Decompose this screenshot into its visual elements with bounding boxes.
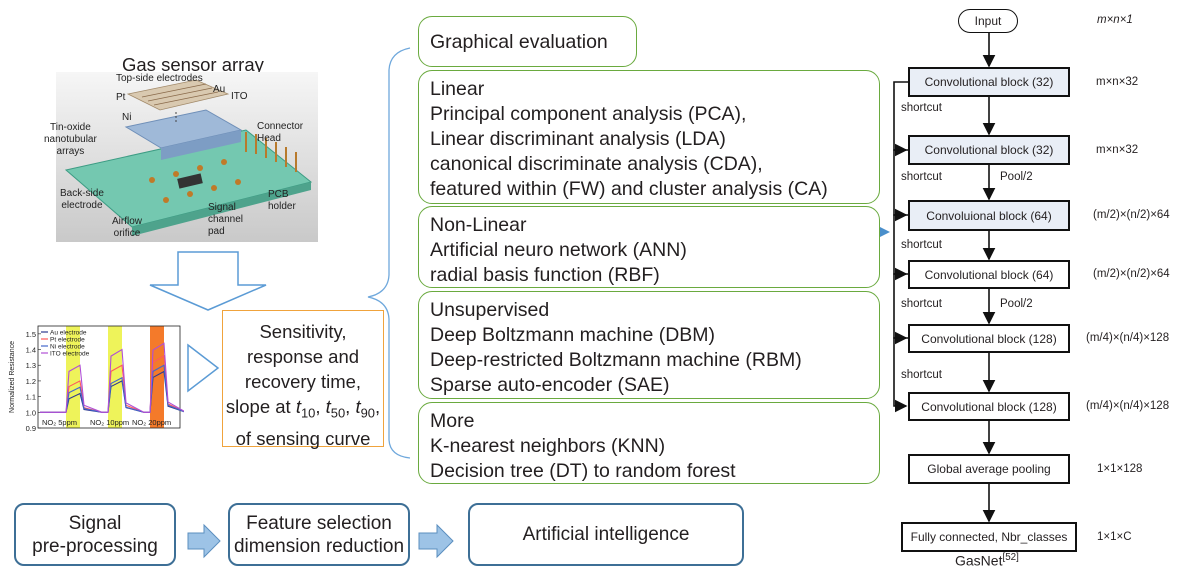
y-tick-label: 1.0 [26, 408, 36, 417]
hollow-right-arrow [187, 343, 220, 393]
shortcut-label: shortcut [901, 102, 942, 114]
label-back-side-electrode: Back-side electrode [60, 188, 104, 211]
gasnet-fc-block: Fully connected, Nbr_classes [901, 522, 1077, 552]
gasnet-block-dim: (m/2)×(n/2)×64 [1093, 209, 1170, 221]
label-connector-head: Connector Head [257, 121, 304, 144]
nonlinear-title: Non-Linear [430, 214, 527, 236]
gas-exposure-band [150, 326, 164, 428]
sensor-title: Gas sensor array [122, 54, 264, 75]
label-ito: ITO [231, 91, 248, 102]
linear-item: Principal component analysis (PCA), [430, 103, 747, 125]
chart-frame [37, 325, 181, 429]
legend-entry: Pt electrode [50, 337, 85, 344]
gasnet-block-dim: m×n×32 [1096, 76, 1139, 88]
gasnet-conv-block: Convolutional block (32) [908, 135, 1070, 165]
y-tick-label: 1.2 [26, 377, 36, 386]
shortcut-label: shortcut [901, 369, 942, 381]
gasnet-conv-block: Convolutional block (64) [908, 260, 1070, 289]
label-top-electrodes: Top-side electrodes [116, 73, 203, 84]
label-signal-channel-pad: Signal channel pad [208, 202, 244, 237]
gasnet-conv-block: Convoluional block (64) [908, 200, 1070, 231]
more-methods-box: More K-nearest neighbors (KNN) Decision … [418, 402, 880, 484]
linear-title: Linear [430, 78, 485, 100]
y-axis-label: Normalized Resistance [9, 341, 16, 413]
gasnet-input-node: Input [958, 9, 1018, 33]
gasnet-caption: GasNet[52] [955, 552, 1019, 569]
gasnet-conv-block: Convolutional block (128) [908, 324, 1070, 353]
gasnet-shortcut-arrows [893, 81, 910, 413]
pipeline-arrow-1 [187, 523, 221, 559]
gasnet-input-dim: m×n×1 [1097, 14, 1133, 26]
gasnet-fc-dim: 1×1×C [1097, 531, 1132, 543]
gas-exposure-band [66, 326, 80, 428]
shortcut-label: shortcut [901, 298, 942, 310]
shortcut-label: shortcut [901, 171, 942, 183]
linear-item: canonical discriminate analysis (CDA), [430, 153, 763, 175]
chart-annotation: NO₂ 10ppm [90, 418, 129, 427]
gasnet-conv-block: Convolutional block (32) [908, 67, 1070, 97]
unsupervised-item: Deep-restricted Boltzmann machine (RBM) [430, 349, 802, 371]
label-au: Au [213, 84, 226, 95]
pipeline-arrow-2 [418, 523, 454, 559]
unsupervised-title: Unsupervised [430, 299, 550, 321]
sensor-array-illustration [56, 72, 318, 242]
legend-entry: Au electrode [50, 330, 87, 337]
artificial-intelligence-box: Artificial intelligence [468, 503, 744, 566]
y-tick-label: 1.4 [26, 346, 36, 355]
nonlinear-item: Artificial neuro network (ANN) [430, 239, 687, 261]
sensitivity-slope-line: slope at t10, t50, t90, [225, 396, 381, 421]
more-item: K-nearest neighbors (KNN) [430, 435, 666, 457]
label-airflow-orifice: Airflow orifice [112, 216, 143, 239]
label-tin-oxide: Tin-oxide nanotubular arrays [44, 122, 97, 157]
y-tick-label: 1.5 [26, 330, 36, 339]
gasnet-conv-block: Convolutional block (128) [908, 392, 1070, 421]
y-tick-label: 1.1 [26, 393, 36, 402]
y-tick-label: 1.3 [26, 361, 36, 370]
hollow-down-arrow [149, 251, 267, 311]
chart-annotation: NO₂ 5ppm [42, 418, 77, 427]
gasnet-block-dim: (m/2)×(n/2)×64 [1093, 268, 1170, 280]
sensitivity-box: Sensitivity, response and recovery time,… [222, 310, 384, 449]
pool-label: Pool/2 [1000, 171, 1033, 183]
y-tick-label: 0.9 [26, 424, 36, 432]
linear-methods-box: Linear Principal component analysis (PCA… [418, 70, 880, 204]
series-line [40, 364, 184, 413]
gasnet-gap-block: Global average pooling [908, 454, 1070, 484]
curly-brace [367, 47, 411, 459]
more-item: Decision tree (DT) to random forest [430, 460, 736, 482]
gasnet-gap-dim: 1×1×128 [1097, 463, 1143, 475]
unsupervised-item: Deep Boltzmann machine (DBM) [430, 324, 716, 346]
series-line [40, 342, 184, 413]
series-line [40, 354, 184, 413]
unsupervised-methods-box: Unsupervised Deep Boltzmann machine (DBM… [418, 291, 880, 399]
nonlinear-item: radial basis function (RBF) [430, 264, 660, 286]
label-ni: Ni [122, 112, 132, 123]
shortcut-label: shortcut [901, 239, 942, 251]
gasnet-block-dim: (m/4)×(n/4)×128 [1086, 332, 1170, 344]
pool-label: Pool/2 [1000, 298, 1033, 310]
chart-annotation: NO₂ 20ppm [132, 418, 171, 427]
gasnet-block-dim: m×n×32 [1096, 144, 1139, 156]
graphical-evaluation-box: Graphical evaluation [418, 16, 637, 67]
legend-entry: Ni electrode [50, 344, 85, 351]
unsupervised-item: Sparse auto-encoder (SAE) [430, 374, 670, 396]
label-pcb-holder: PCB holder [268, 189, 296, 212]
legend-entry: ITO electrode [50, 351, 90, 358]
more-title: More [430, 410, 475, 432]
label-pt: Pt [116, 92, 126, 103]
linear-item: featured within (FW) and cluster analysi… [430, 178, 828, 200]
response-chart: 1.5 1.4 1.3 1.2 1.1 1.0 0.9 Normalized Resistan… [9, 325, 184, 432]
nonlinear-methods-box: Non-Linear Artificial neuro network (ANN… [418, 206, 880, 288]
linear-item: Linear discriminant analysis (LDA) [430, 128, 726, 150]
series-line [40, 370, 184, 413]
gasnet-block-dim: (m/4)×(n/4)×128 [1086, 400, 1170, 412]
